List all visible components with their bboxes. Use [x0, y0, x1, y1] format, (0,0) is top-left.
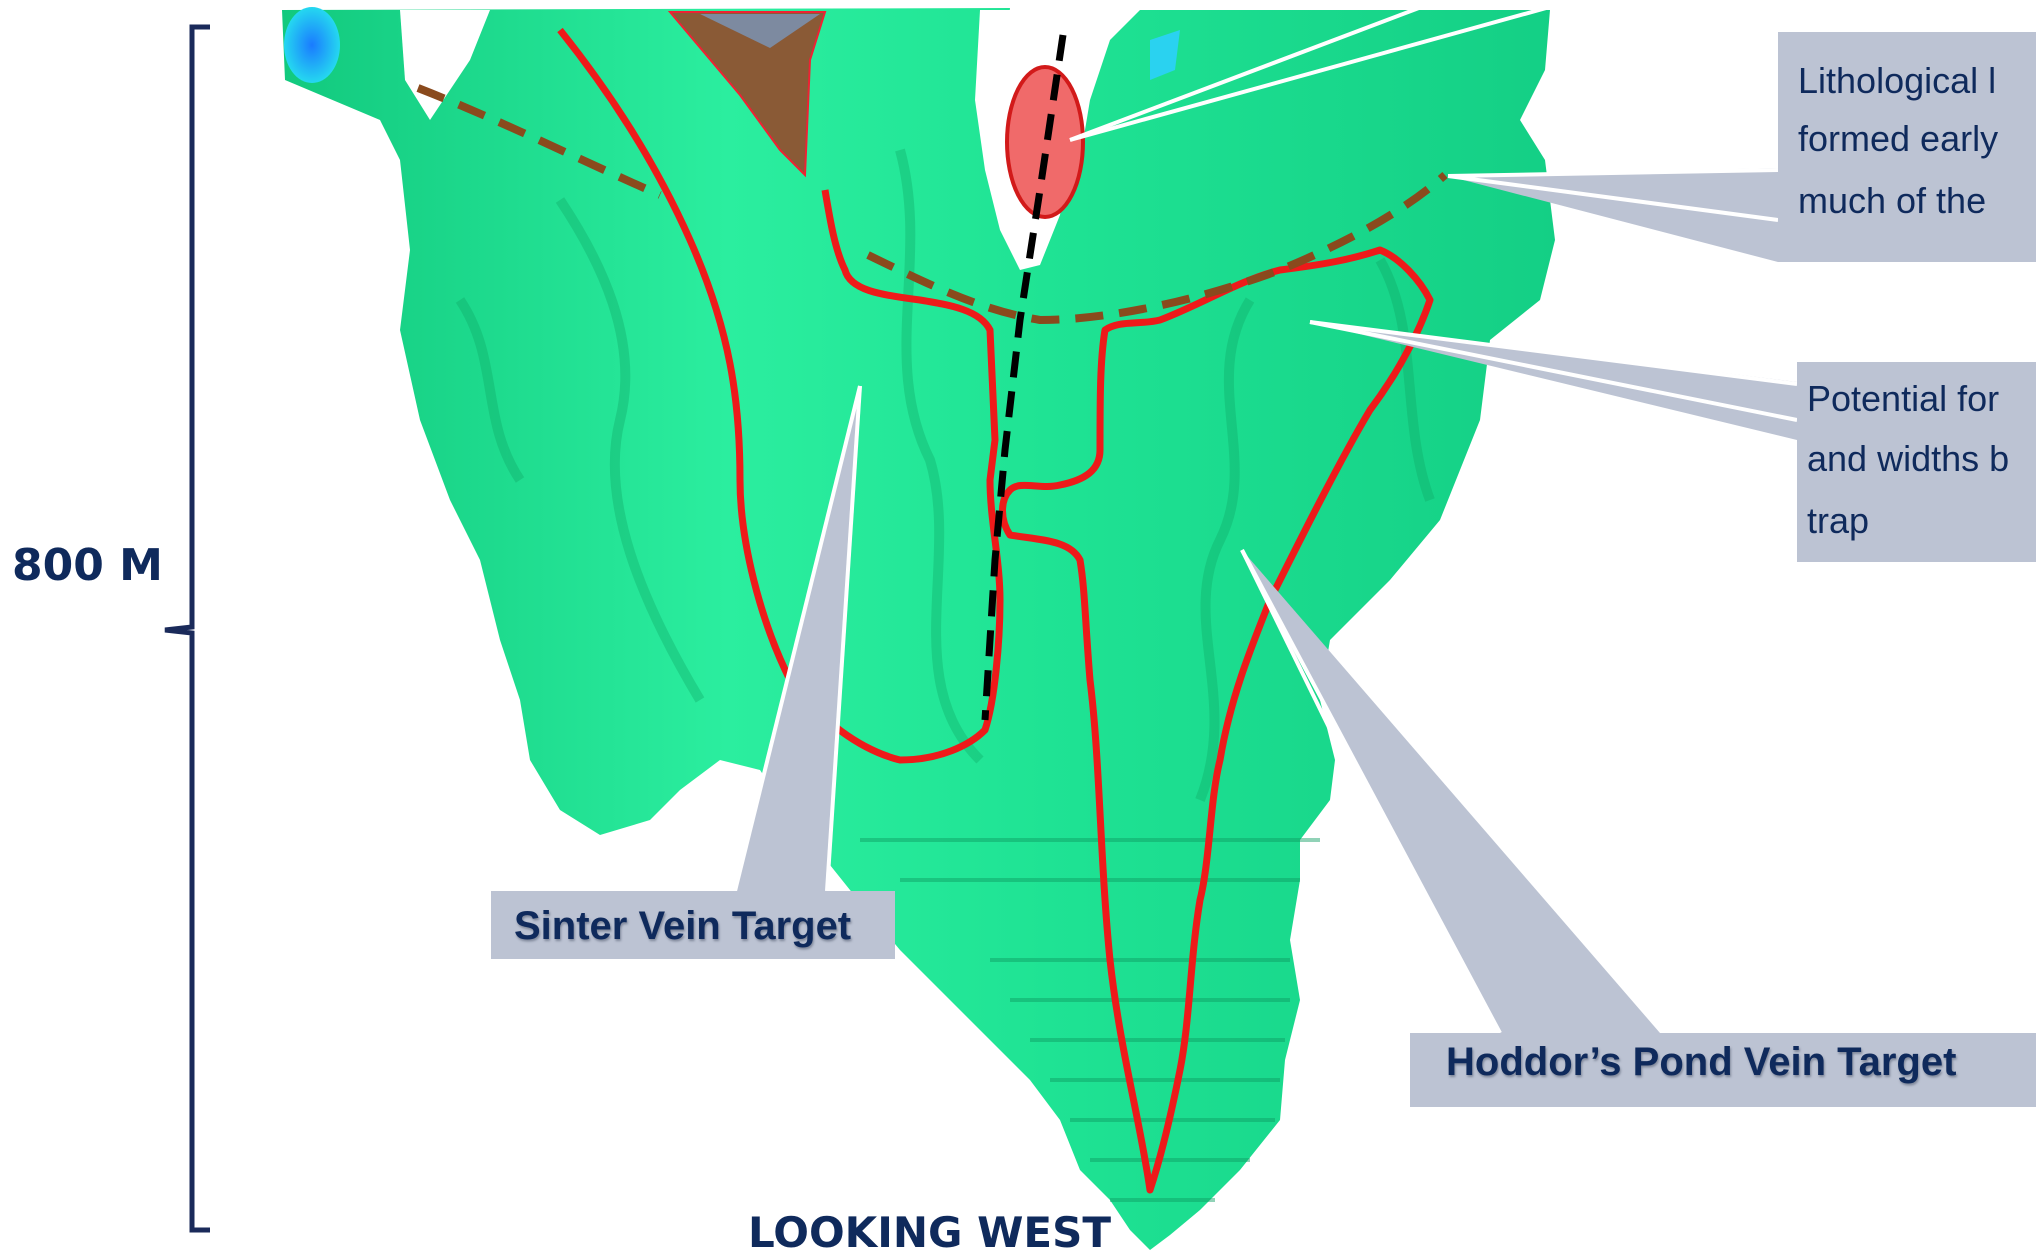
callout-potential-line-2: and widths b: [1807, 428, 2009, 489]
fault-ellipse: [1007, 67, 1083, 217]
callout-potential-line-1: Potential for: [1807, 368, 1999, 429]
callout-lithological-line-2: formed early: [1798, 108, 1998, 169]
callout-potential-line-3: trap: [1807, 490, 1869, 551]
blue-blob-left: [284, 7, 340, 83]
model-body: [282, 8, 1555, 1250]
sinter-vein-target-label: Sinter Vein Target: [514, 904, 851, 949]
view-direction-label: LOOKING WEST: [748, 1208, 1111, 1257]
scale-bracket: [165, 27, 210, 1230]
callout-lithological-line-3: much of the: [1798, 170, 1986, 231]
hoddors-pond-vein-target-label: Hoddor’s Pond Vein Target: [1446, 1040, 1956, 1085]
callout-lithological-line-1: Lithological l: [1798, 50, 1996, 111]
scale-label: 800 M: [12, 540, 163, 591]
